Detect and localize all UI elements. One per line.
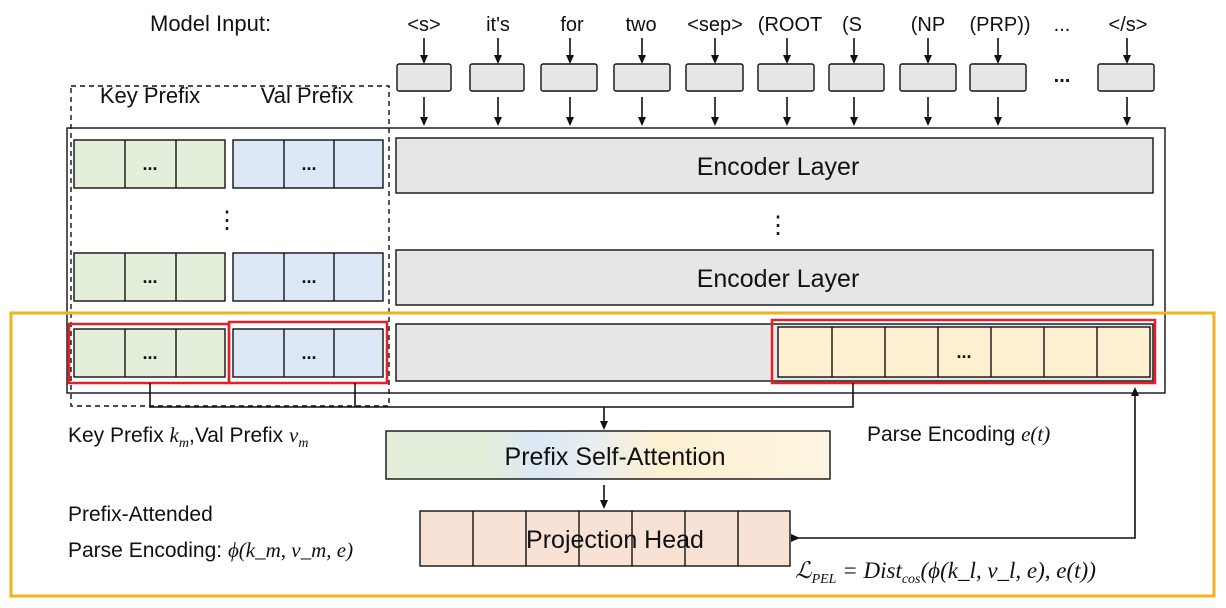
parse-encoding-caption: Parse Encoding e(t) bbox=[867, 422, 1050, 446]
prefix-region bbox=[70, 85, 390, 407]
merge-connectors bbox=[149, 383, 854, 430]
embedding-box bbox=[396, 63, 452, 92]
embedding-ellipsis: ... bbox=[1054, 65, 1071, 87]
red-highlights bbox=[67, 318, 1157, 385]
val-prefix-block bbox=[232, 139, 384, 189]
projection-head-block: Projection Head bbox=[419, 510, 791, 567]
embedding-box bbox=[757, 63, 815, 92]
embedding-box bbox=[685, 63, 744, 92]
embedding-box bbox=[1097, 63, 1155, 92]
prefix-attended-line2: Parse Encoding: ϕ(k_m, v_m, e) bbox=[68, 538, 353, 562]
encoder-layer-label: Encoder Layer bbox=[697, 265, 860, 293]
token-label: <s> bbox=[407, 14, 440, 36]
prefix-self-attention-label: Prefix Self-Attention bbox=[505, 443, 726, 471]
token-label: it's bbox=[486, 14, 510, 36]
encoder-layer-top bbox=[395, 137, 1154, 194]
token-label: ... bbox=[1054, 14, 1071, 36]
val-prefix-highlight bbox=[227, 320, 389, 385]
embedding-arrows bbox=[420, 97, 1131, 126]
token-label: (ROOT bbox=[758, 14, 822, 36]
prefix-row-1: ... ... bbox=[73, 139, 384, 189]
model-input-label: Model Input: bbox=[150, 11, 271, 36]
cell-ellipsis: ... bbox=[142, 267, 157, 287]
cell-ellipsis: ... bbox=[142, 343, 157, 363]
parse-encoding-highlight bbox=[770, 318, 1157, 385]
embedding-box bbox=[613, 63, 671, 92]
token-label: two bbox=[625, 14, 656, 36]
key-prefix-block bbox=[73, 252, 226, 302]
prefix-row-3: ... ... bbox=[73, 328, 384, 378]
parse-encoding-block: ... bbox=[777, 326, 1151, 378]
prefix-vertical-ellipsis: ⋮ bbox=[215, 207, 239, 234]
token-label: (S bbox=[842, 14, 862, 36]
loss-formula: ℒPEL = Distcos(ϕ(k_l, v_l, e), e(t)) bbox=[795, 558, 1096, 587]
projection-head-label: Projection Head bbox=[526, 526, 704, 554]
token-labels: <s> it's for two <sep> (ROOT (S (NP (PRP… bbox=[407, 14, 1147, 36]
embedding-box bbox=[828, 63, 885, 92]
cell-ellipsis: ... bbox=[301, 267, 316, 287]
encoder-stack-frame bbox=[66, 127, 1166, 394]
key-prefix-header: Key Prefix bbox=[100, 83, 200, 108]
embedding-box bbox=[469, 63, 525, 92]
embedding-box bbox=[969, 63, 1027, 92]
token-label: <sep> bbox=[687, 14, 743, 36]
cell-ellipsis: ... bbox=[142, 154, 157, 174]
cell-ellipsis: ... bbox=[956, 342, 971, 362]
cell-ellipsis: ... bbox=[301, 154, 316, 174]
prefix-self-attention-block bbox=[385, 430, 831, 480]
val-prefix-header: Val Prefix bbox=[261, 83, 354, 108]
token-label: for bbox=[560, 14, 584, 36]
token-label: </s> bbox=[1109, 14, 1148, 36]
prefix-row-2: ... ... bbox=[73, 252, 384, 302]
token-label: (PRP)) bbox=[969, 14, 1030, 36]
val-prefix-block bbox=[232, 252, 384, 302]
key-val-prefix-caption: Key Prefix km,Val Prefix vm bbox=[68, 423, 308, 451]
key-prefix-block bbox=[73, 328, 226, 378]
val-prefix-block bbox=[232, 328, 384, 378]
token-arrows bbox=[420, 38, 1131, 64]
key-prefix-block bbox=[73, 139, 226, 189]
token-label: (NP bbox=[911, 14, 945, 36]
encoder-layer-label: Encoder Layer bbox=[697, 153, 860, 181]
embedding-box bbox=[540, 63, 598, 92]
embedding-box bbox=[899, 63, 957, 92]
loss-connector bbox=[791, 387, 1139, 542]
prefix-attended-line1: Prefix-Attended bbox=[68, 503, 213, 526]
cell-ellipsis: ... bbox=[301, 343, 316, 363]
focus-frame bbox=[9, 311, 1216, 598]
encoder-layer-bottom bbox=[395, 249, 1154, 306]
token-embeddings bbox=[396, 63, 1155, 92]
encoder-vertical-ellipsis: ⋮ bbox=[766, 212, 790, 239]
